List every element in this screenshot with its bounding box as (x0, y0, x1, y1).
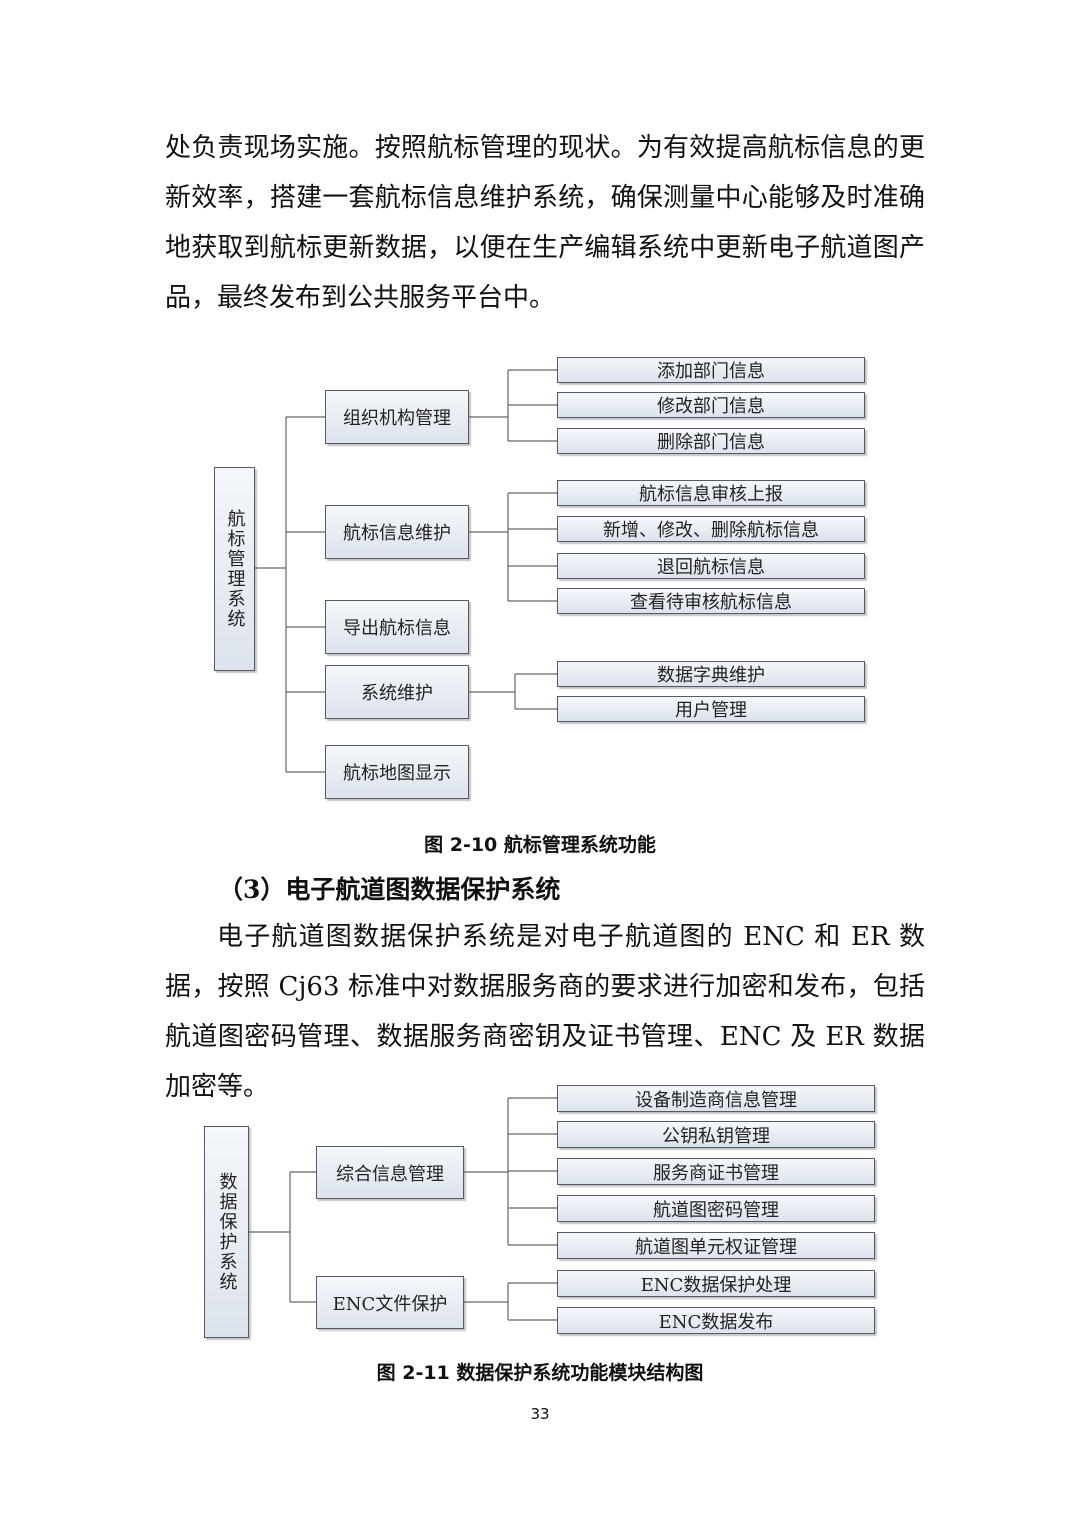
diagram2-root-label: 数据保护系统 (216, 1172, 238, 1292)
navaid-system-diagram: 航标管理系统 组织机构管理 航标信息维护 导出航标信息 系统维护 航标地图显示 … (214, 357, 865, 799)
diagram2-connectors (249, 1097, 557, 1321)
diagram1-node-org-management: 组织机构管理 (325, 390, 469, 444)
diagram1-leaf-view-pending: 查看待审核航标信息 (557, 588, 865, 614)
diagram2-leaf-chart-password: 航道图密码管理 (557, 1195, 875, 1222)
section-paragraph: 电子航道图数据保护系统是对电子航道图的 ENC 和 ER 数据，按照 Cj63 … (165, 922, 925, 1102)
diagram1-leaf-add-dept: 添加部门信息 (557, 357, 865, 383)
diagram2-leaf-enc-processing: ENC数据保护处理 (557, 1270, 875, 1297)
diagram1-leaf-return-navaid: 退回航标信息 (557, 553, 865, 579)
figure-caption-2-11: 图 2-11 数据保护系统功能模块结构图 (376, 1362, 704, 1384)
intro-paragraph: 处负责现场实施。按照航标管理的现状。为有效提高航标信息的更新效率，搭建一套航标信… (165, 133, 925, 313)
diagram1-node-export-navaid: 导出航标信息 (325, 600, 469, 654)
diagram2-leaf-certificates: 服务商证书管理 (557, 1158, 875, 1185)
diagram1-root-label: 航标管理系统 (224, 509, 246, 629)
data-protection-diagram: 数据保护系统 综合信息管理 ENC文件保护 设备制造商信息管理 公钥私钥管理 服… (204, 1085, 875, 1338)
diagram1-root-node: 航标管理系统 (214, 467, 255, 671)
diagram2-root-node: 数据保护系统 (204, 1126, 249, 1338)
diagram2-leaf-cell-permits: 航道图单元权证管理 (557, 1232, 875, 1259)
diagram1-leaf-delete-dept: 删除部门信息 (557, 428, 865, 454)
diagram2-node-info-management: 综合信息管理 (316, 1146, 464, 1199)
diagram1-leaf-audit-report: 航标信息审核上报 (557, 480, 865, 506)
diagram1-leaf-dictionary: 数据字典维护 (557, 661, 865, 687)
diagram1-leaf-crud-navaid: 新增、修改、删除航标信息 (557, 516, 865, 542)
diagram2-leaf-manufacturer: 设备制造商信息管理 (557, 1085, 875, 1112)
diagram1-leaf-edit-dept: 修改部门信息 (557, 392, 865, 418)
diagram1-node-navaid-map: 航标地图显示 (325, 745, 469, 799)
section-heading: （3）电子航道图数据保护系统 (218, 875, 561, 904)
diagram1-connectors (255, 369, 557, 773)
diagram1-node-system-maintenance: 系统维护 (325, 665, 469, 719)
diagram2-leaf-enc-publish: ENC数据发布 (557, 1307, 875, 1334)
diagram2-leaf-keys: 公钥私钥管理 (557, 1121, 875, 1148)
figure-caption-2-10: 图 2-10 航标管理系统功能 (424, 834, 656, 856)
diagram1-leaf-user-management: 用户管理 (557, 696, 865, 722)
diagram2-node-enc-protection: ENC文件保护 (316, 1276, 464, 1329)
diagram1-node-navaid-maintenance: 航标信息维护 (325, 505, 469, 559)
page-number: 33 (530, 1405, 550, 1423)
